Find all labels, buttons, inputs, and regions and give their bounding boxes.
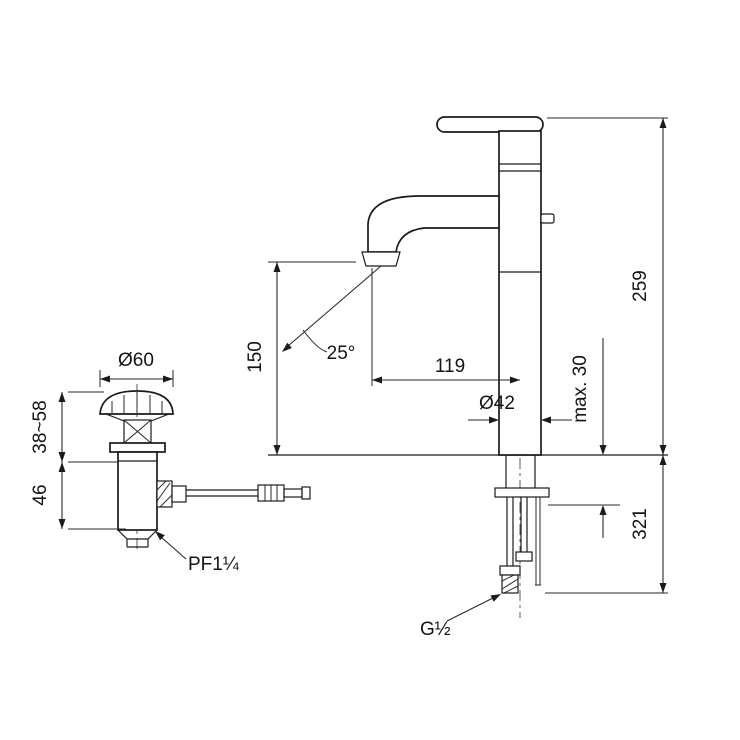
- arrowhead: [58, 392, 66, 402]
- dim-label-total-height: 259: [630, 270, 651, 302]
- arrowhead: [510, 376, 520, 384]
- dim-spray-angle: 25°: [282, 265, 382, 364]
- dim-label-drain-diameter: Ø60: [118, 350, 154, 371]
- dim-label-body-diameter: Ø42: [479, 393, 515, 414]
- label-drain-thread: PF1¼: [188, 554, 240, 575]
- angle-arc: [302, 329, 328, 353]
- counter-deck: [268, 454, 668, 506]
- arrowhead: [273, 445, 281, 455]
- dim-deck-thickness: max. 30: [570, 338, 607, 538]
- arrowhead: [100, 375, 110, 383]
- faucet-lever-handle: [436, 116, 544, 133]
- dim-label-drain-lower-height: 46: [30, 484, 51, 505]
- drain-collar: [109, 442, 166, 453]
- dim-label-below-deck-height: 321: [630, 508, 651, 540]
- arrowhead: [58, 519, 66, 529]
- dim-spout-reach: 119: [372, 356, 520, 384]
- arrowhead: [489, 416, 499, 424]
- arrowhead: [599, 445, 607, 455]
- label-supply-thread: G½: [420, 619, 451, 640]
- arrowhead: [659, 455, 667, 465]
- arrowhead: [58, 452, 66, 462]
- mounting-nut: [494, 487, 550, 498]
- dim-body-diameter: Ø42: [468, 393, 572, 424]
- dim-label-spout-height: 150: [245, 341, 266, 373]
- arrowhead: [659, 445, 667, 455]
- arrowhead: [599, 505, 607, 515]
- hose-b-connector: [515, 551, 533, 562]
- dim-label-spray-angle: 25°: [327, 343, 356, 364]
- dim-drain-heights: 38~58 46: [30, 391, 126, 530]
- below-deck-group: [494, 455, 550, 594]
- drain-body-taper: [117, 529, 158, 540]
- arrowhead: [155, 531, 165, 541]
- arrowhead: [541, 416, 551, 424]
- leader-supply-thread: G½: [420, 594, 501, 640]
- arrowhead: [273, 262, 281, 272]
- inlet-hex-fitting: [499, 565, 521, 576]
- arrowhead: [659, 118, 667, 128]
- aerator-nozzle: [361, 251, 401, 267]
- dim-label-spout-reach: 119: [435, 356, 465, 377]
- arrowhead: [282, 342, 292, 352]
- dim-spout-height: 150: [245, 261, 356, 455]
- arrowhead: [58, 462, 66, 472]
- arrowhead: [659, 583, 667, 593]
- arrowhead: [490, 594, 501, 602]
- dim-label-deck-thickness: max. 30: [570, 355, 591, 423]
- rod-tip: [283, 488, 303, 498]
- leader-drain-thread: PF1¼: [155, 531, 240, 575]
- dim-drain-diameter: Ø60: [99, 350, 174, 387]
- faucet-body: [498, 130, 542, 456]
- dim-label-drain-adjust-range: 38~58: [30, 400, 51, 453]
- dim-total-heights: 259 321: [545, 117, 668, 594]
- spout-outline: [367, 195, 500, 253]
- faucet-body-group: [361, 116, 555, 456]
- drain-body: [117, 451, 158, 531]
- drain-assembly-group: [99, 390, 311, 548]
- rod-end-cap: [301, 486, 311, 500]
- arrowhead: [372, 376, 382, 384]
- rod-joint: [171, 485, 187, 503]
- arrowhead: [163, 375, 173, 383]
- side-pin: [540, 213, 555, 224]
- spray-direction-line: [287, 265, 382, 347]
